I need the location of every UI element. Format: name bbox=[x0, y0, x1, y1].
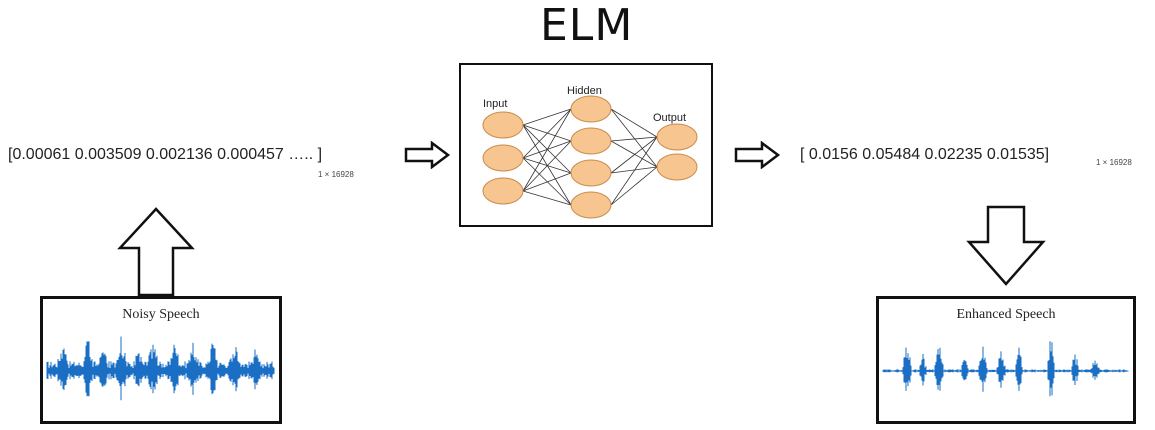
network-edge bbox=[522, 172, 572, 192]
network-edge bbox=[522, 190, 572, 206]
output-vector-text: [ 0.0156 0.05484 0.02235 0.01535] bbox=[800, 146, 1050, 163]
output-vector-dim: 1 × 16928 bbox=[1096, 158, 1132, 167]
neural-network-diagram: Input Hidden Output bbox=[482, 85, 698, 219]
input-vector: [0.00061 0.003509 0.002136 0.000457 ….. … bbox=[8, 146, 322, 164]
output-node bbox=[656, 153, 698, 181]
input-layer-label: Input bbox=[483, 98, 507, 110]
up-arrow-icon bbox=[117, 207, 195, 297]
diagram-title: ELM bbox=[540, 0, 634, 51]
down-arrow-icon bbox=[966, 205, 1046, 286]
network-edge bbox=[522, 140, 572, 192]
network-edge bbox=[610, 140, 658, 168]
right-arrow-icon bbox=[734, 141, 781, 169]
enhanced-speech-box: Enhanced Speech bbox=[876, 296, 1136, 424]
network-edge bbox=[610, 136, 658, 206]
output-node bbox=[656, 123, 698, 151]
input-node bbox=[482, 177, 524, 205]
network-edge bbox=[610, 136, 658, 142]
noisy-speech-label: Noisy Speech bbox=[122, 307, 200, 322]
network-edge bbox=[522, 108, 572, 159]
network-edge bbox=[522, 157, 572, 206]
network-edge bbox=[522, 108, 572, 192]
right-arrow-icon bbox=[404, 141, 451, 169]
network-edge bbox=[610, 166, 658, 174]
hidden-node bbox=[570, 95, 612, 123]
enhanced-speech-waveform bbox=[882, 341, 1129, 397]
network-edge bbox=[522, 108, 572, 126]
network-edge bbox=[610, 166, 658, 206]
waveform-trace bbox=[882, 341, 1129, 397]
hidden-node bbox=[570, 127, 612, 155]
input-node bbox=[482, 111, 524, 139]
network-edge bbox=[522, 124, 572, 206]
network-edge bbox=[522, 124, 572, 174]
output-layer-label: Output bbox=[653, 112, 686, 124]
input-vector-text: [0.00061 0.003509 0.002136 0.000457 ….. … bbox=[8, 146, 323, 163]
hidden-node bbox=[570, 191, 612, 219]
input-node bbox=[482, 144, 524, 172]
noisy-speech-box: Noisy Speech bbox=[40, 296, 282, 424]
network-nodes bbox=[482, 95, 698, 219]
input-vector-dim: 1 × 16928 bbox=[318, 170, 354, 179]
network-edge bbox=[610, 108, 658, 138]
hidden-node bbox=[570, 159, 612, 187]
network-connections bbox=[522, 108, 658, 206]
enhanced-speech-label: Enhanced Speech bbox=[956, 307, 1056, 322]
output-vector: [ 0.0156 0.05484 0.02235 0.01535] bbox=[800, 146, 1049, 164]
network-edge bbox=[610, 108, 658, 168]
waveform-trace bbox=[46, 336, 275, 401]
elm-network-box: Input Hidden Output bbox=[459, 63, 713, 227]
network-edge bbox=[610, 136, 658, 174]
noisy-speech-waveform bbox=[46, 336, 275, 401]
hidden-layer-label: Hidden bbox=[567, 85, 602, 97]
